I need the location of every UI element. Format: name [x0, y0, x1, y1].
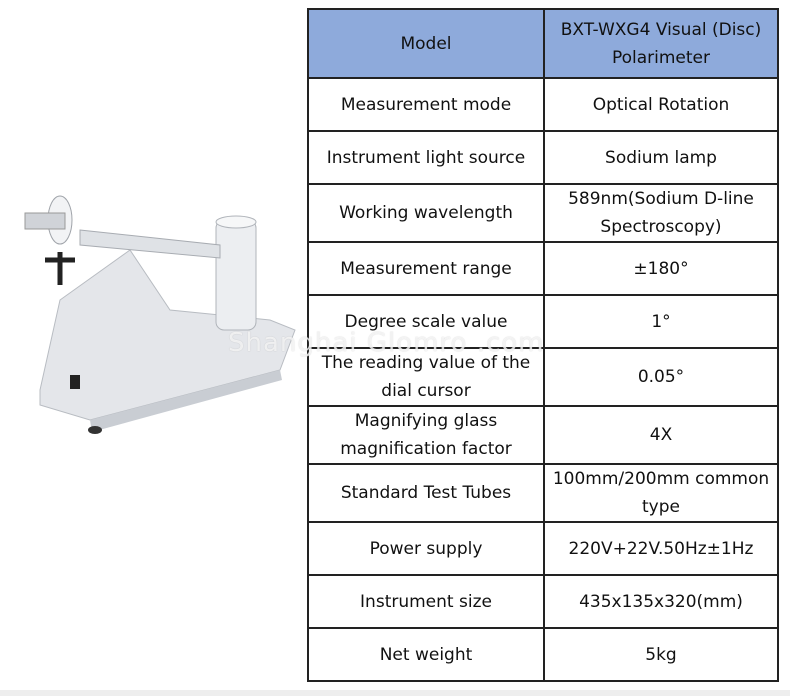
spec-table: Model BXT-WXG4 Visual (Disc) Polarimeter…: [307, 8, 779, 682]
table-header-row: Model BXT-WXG4 Visual (Disc) Polarimeter: [307, 8, 779, 79]
spec-value: Optical Rotation: [543, 77, 779, 132]
spec-value: 100mm/200mm common type: [543, 463, 779, 523]
spec-label: Standard Test Tubes: [307, 463, 545, 523]
spec-value: ±180°: [543, 241, 779, 296]
spec-label: Degree scale value: [307, 294, 545, 349]
spec-label: Net weight: [307, 627, 545, 682]
bottom-strip: [0, 690, 790, 696]
spec-value: 5kg: [543, 627, 779, 682]
spec-value: 1°: [543, 294, 779, 349]
spec-value: 0.05°: [543, 347, 779, 407]
spec-label: Power supply: [307, 521, 545, 576]
table-row: Measurement range±180°: [307, 241, 779, 296]
spec-value: Sodium lamp: [543, 130, 779, 185]
spec-value: 435x135x320(mm): [543, 574, 779, 629]
spec-label: Measurement range: [307, 241, 545, 296]
spec-label: The reading value of the dial cursor: [307, 347, 545, 407]
spec-label: Working wavelength: [307, 183, 545, 243]
spec-label: Instrument size: [307, 574, 545, 629]
spec-value: 589nm(Sodium D-line Spectroscopy): [543, 183, 779, 243]
spec-label: Measurement mode: [307, 77, 545, 132]
header-value: BXT-WXG4 Visual (Disc) Polarimeter: [543, 8, 779, 79]
spec-value: 4X: [543, 405, 779, 465]
polarimeter-product-image: [24, 195, 296, 434]
spec-value: 220V+22V.50Hz±1Hz: [543, 521, 779, 576]
spec-label: Magnifying glass magnification factor: [307, 405, 545, 465]
spec-label: Instrument light source: [307, 130, 545, 185]
header-label: Model: [307, 8, 545, 79]
